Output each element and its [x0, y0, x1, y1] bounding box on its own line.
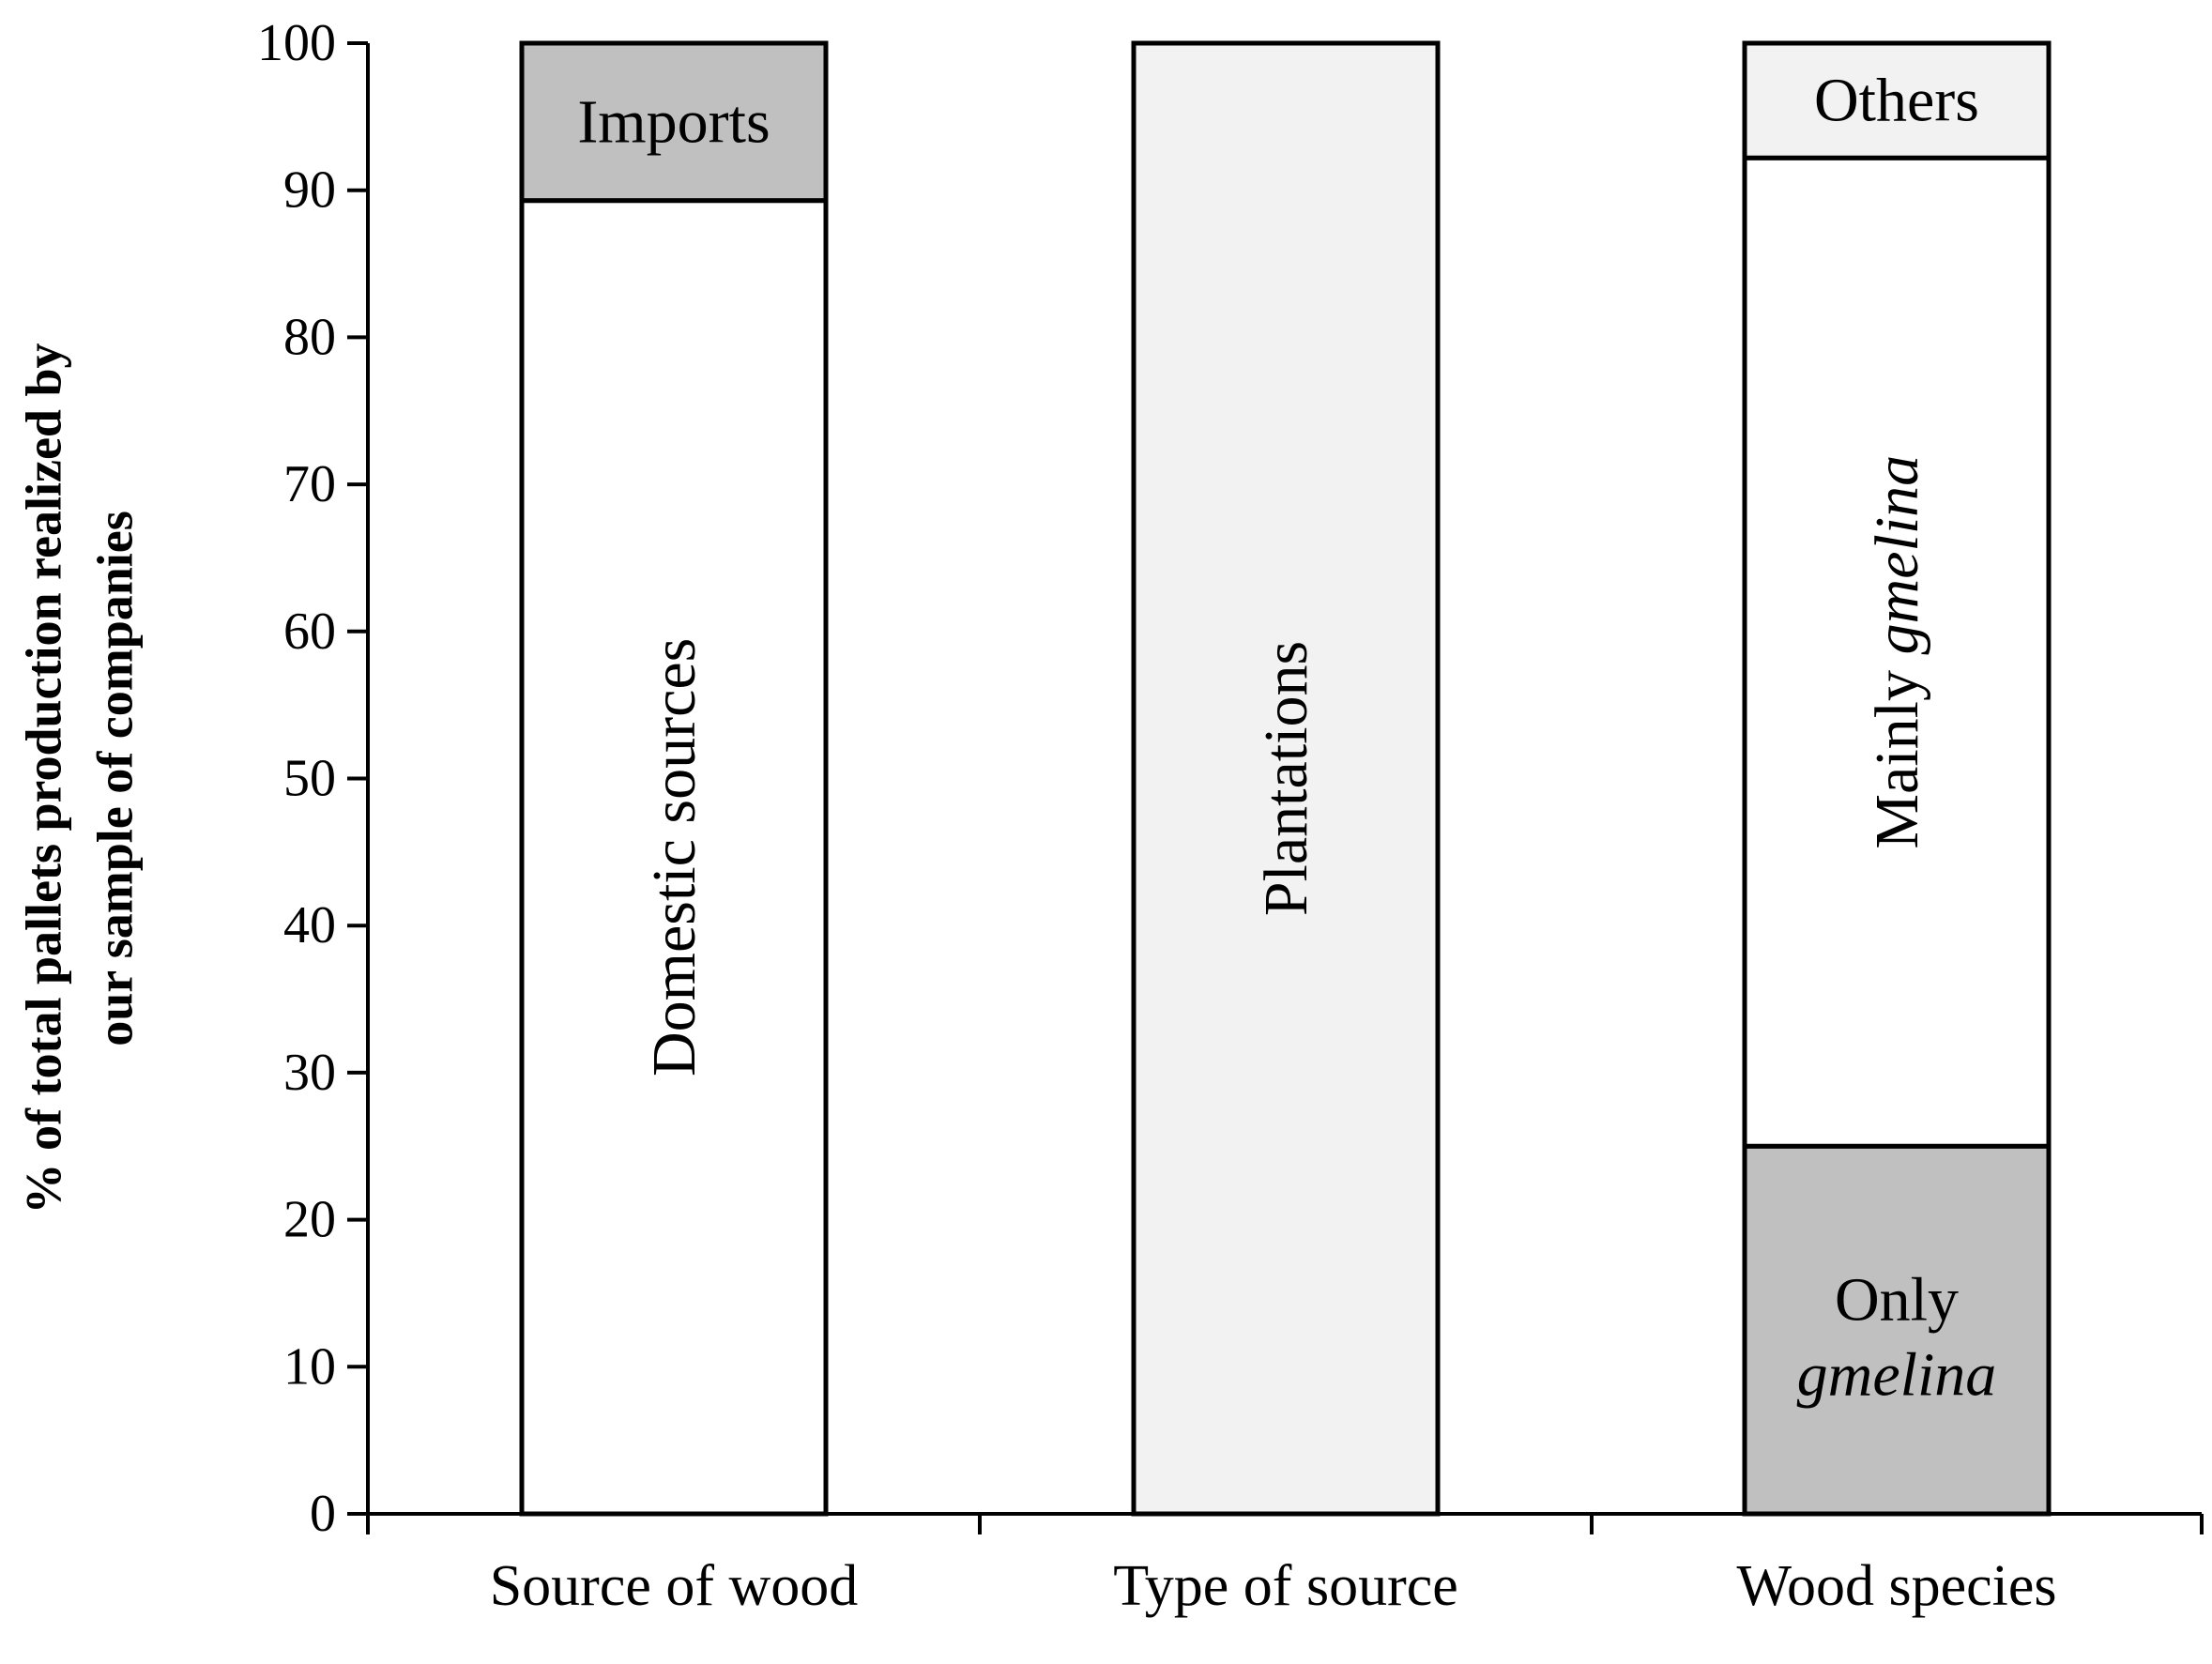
- bar-segment: [1131, 40, 1441, 1517]
- x-tick-label: Type of source: [1113, 1554, 1458, 1618]
- y-tick-label: 10: [283, 1337, 336, 1396]
- bar-segment: [1742, 40, 2052, 160]
- y-tick-label: 60: [283, 603, 336, 661]
- y-tick-label: 100: [257, 14, 336, 72]
- y-tick-label: 70: [283, 455, 336, 513]
- bar-2: Plantations: [1131, 40, 1441, 1517]
- bar-1: Domestic sources Imports: [519, 40, 829, 1517]
- bar-segment-label-italic: gmelina: [1797, 1341, 1997, 1410]
- bar-segment-label: Imports: [577, 87, 770, 156]
- y-axis-label-line: our sample of companies: [86, 511, 143, 1046]
- bar-segment: [519, 198, 829, 1517]
- bars: Domestic sourcesImportsPlantationsOnlygm…: [519, 40, 2052, 1517]
- y-tick-label: 50: [283, 750, 336, 808]
- bar-segment-label: Only: [1835, 1266, 1959, 1335]
- y-tick-label: 20: [283, 1191, 336, 1249]
- y-axis-label: % of total pallets production realized b…: [15, 343, 143, 1214]
- y-tick-label: 40: [283, 896, 336, 954]
- x-axis: Source of wood Type of source Wood species: [366, 1512, 2204, 1618]
- y-axis-label-line: % of total pallets production realized b…: [15, 343, 71, 1214]
- x-tick-label: Source of wood: [490, 1554, 859, 1618]
- bar-segment: [1742, 155, 2052, 1149]
- bar-segment: [519, 40, 829, 204]
- bar-segment-label: Domestic sources: [640, 638, 709, 1076]
- x-tick-label: Wood species: [1736, 1554, 2056, 1618]
- y-tick-label: 30: [283, 1044, 336, 1102]
- bar-segment-label: Plantations: [1252, 641, 1320, 916]
- bar-segment-label: Others: [1814, 67, 1979, 135]
- y-tick-label: 0: [310, 1485, 336, 1543]
- y-tick-label: 80: [283, 308, 336, 366]
- y-axis: 0 10 20 30 40 50 60 70 80 90 100: [257, 14, 370, 1543]
- y-tick-label: 90: [283, 161, 336, 220]
- bar-segment-label: Mainly gmelina: [1863, 455, 1931, 849]
